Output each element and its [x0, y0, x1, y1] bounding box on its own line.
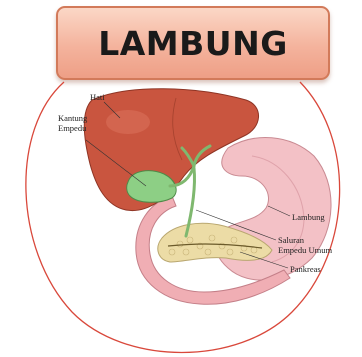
- label-saluran-line1: Saluran: [278, 235, 305, 245]
- label-kantung-empedu-line2: Empedu: [58, 123, 87, 133]
- label-pankreas: Pankreas: [290, 264, 321, 274]
- label-saluran-line2: Empedu Umum: [278, 245, 332, 255]
- liver-highlight: [106, 110, 150, 134]
- label-kantung-empedu-line1: Kantung: [58, 113, 88, 123]
- label-hati: Hati: [90, 92, 105, 102]
- label-lambung: Lambung: [292, 212, 325, 222]
